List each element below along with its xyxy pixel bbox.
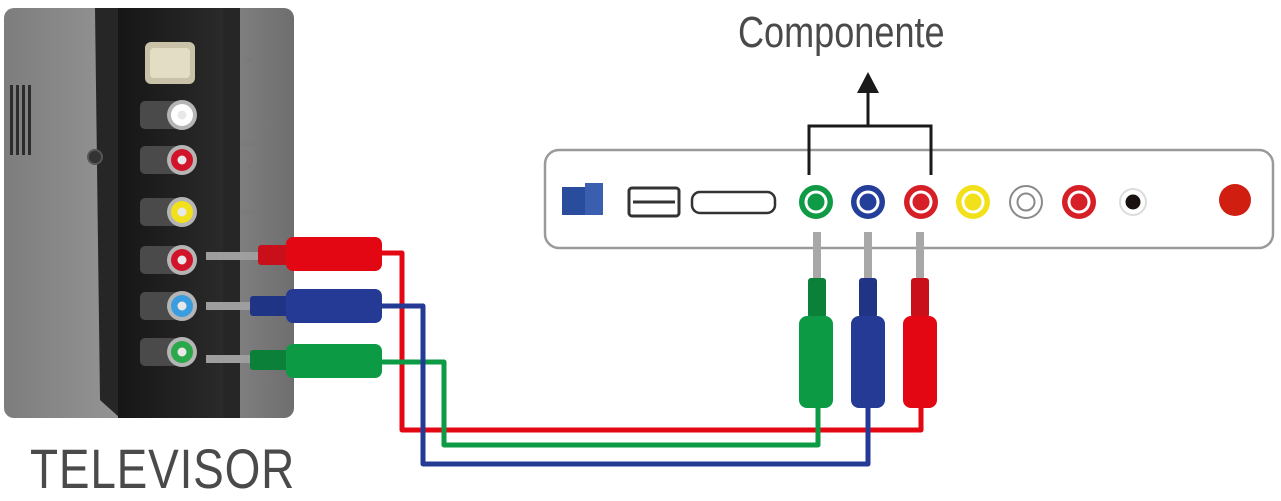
tv-audio-r-jack — [140, 145, 197, 175]
engraved-label: RF — [245, 58, 253, 64]
engraved-label: AUDIO — [240, 142, 259, 148]
usb-port-icon — [627, 186, 681, 218]
tv-component-y-jack — [140, 337, 197, 367]
device-audio-r-jack — [1062, 185, 1096, 219]
device-component-pb-jack — [851, 185, 885, 219]
cable-wires — [380, 250, 924, 467]
engraved-label: VIDEO — [240, 210, 259, 216]
tv-audio-l-jack — [140, 100, 197, 130]
device-component-pr-jack — [904, 185, 938, 219]
red-cable-wire — [380, 250, 924, 433]
tv-vents — [10, 85, 31, 155]
component-label: Componente — [738, 8, 945, 57]
tv-label: TELEVISOR — [30, 437, 296, 500]
tv-video-jack — [140, 197, 197, 227]
device-coaxial-jack — [1119, 188, 1147, 216]
tv-component-pb-jack — [140, 291, 197, 321]
component-bracket — [807, 92, 933, 175]
tv-rf-jack — [145, 42, 195, 84]
device-video-jack — [956, 185, 990, 219]
engraved-label: R — [248, 166, 253, 172]
green-cable-wire — [380, 359, 821, 448]
tv-back-panel: RF L AUDIO R VIDEO — [4, 8, 294, 418]
screw-icon — [87, 149, 103, 165]
blue-cable-wire — [380, 303, 871, 467]
engraved-label: L — [248, 118, 252, 124]
device-audio-l-jack — [1009, 185, 1043, 219]
device-side-plugs — [799, 232, 937, 408]
device-back-panel — [543, 148, 1275, 250]
hdmi-port-icon — [562, 183, 603, 215]
card-slot-icon — [690, 190, 777, 215]
arrow-up-icon — [857, 72, 879, 93]
device-component-y-jack — [799, 185, 833, 219]
power-button-icon — [1219, 184, 1251, 216]
tv-side-plugs — [206, 237, 382, 378]
tv-component-pr-jack — [140, 245, 197, 275]
